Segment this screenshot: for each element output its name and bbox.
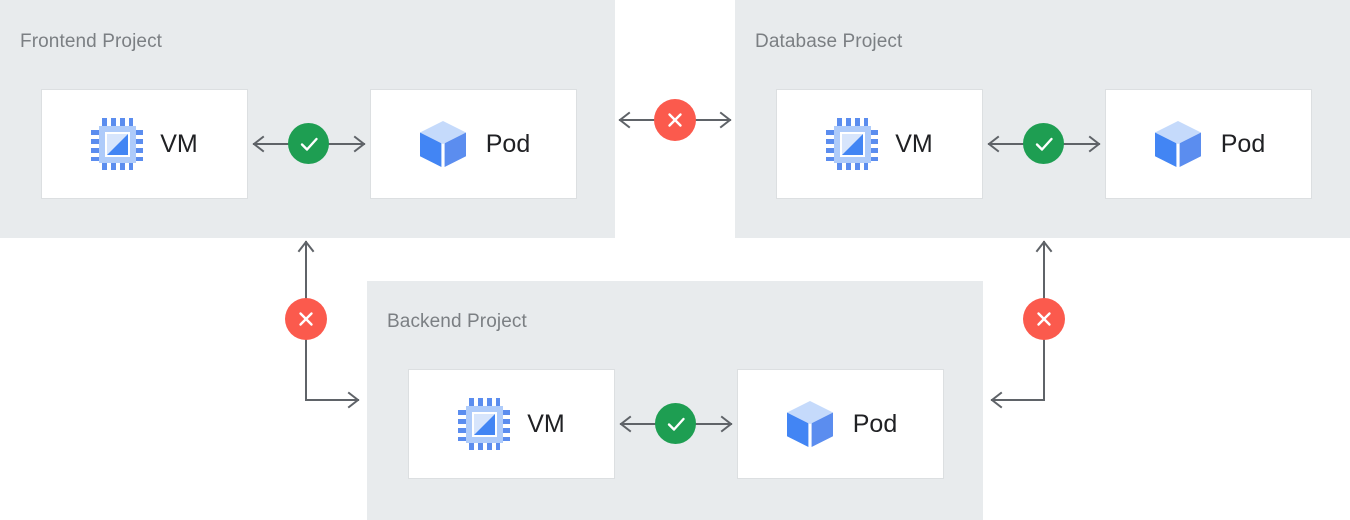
resource-label-backend-vm: VM: [527, 410, 565, 438]
project-title-frontend: Frontend Project: [20, 31, 163, 52]
resource-card-frontend-pod[interactable]: Pod: [370, 89, 577, 199]
resource-label-database-pod: Pod: [1220, 130, 1266, 158]
project-title-backend: Backend Project: [387, 311, 527, 332]
status-badge-allowed-database[interactable]: [1023, 123, 1064, 164]
project-panel-frontend[interactable]: Frontend Project: [0, 0, 615, 238]
resource-card-database-pod[interactable]: Pod: [1105, 89, 1312, 199]
status-badge-blocked-database-backend[interactable]: [1023, 298, 1065, 340]
cpu-chip-icon: [458, 398, 511, 450]
resource-card-database-vm[interactable]: VM: [776, 89, 983, 199]
status-badge-blocked-frontend-backend[interactable]: [285, 298, 327, 340]
check-circle-icon: [1032, 132, 1056, 156]
resource-card-backend-vm[interactable]: VM: [408, 369, 615, 479]
resource-label-frontend-vm: VM: [160, 130, 198, 158]
cpu-chip-icon: [91, 118, 144, 170]
x-circle-icon: [294, 307, 318, 331]
resource-card-frontend-vm[interactable]: VM: [41, 89, 248, 199]
cpu-chip-icon: [826, 118, 879, 170]
resource-card-backend-pod[interactable]: Pod: [737, 369, 944, 479]
status-badge-blocked-frontend-database[interactable]: [654, 99, 696, 141]
status-badge-allowed-backend[interactable]: [655, 403, 696, 444]
cube-icon: [417, 118, 469, 170]
project-panel-database[interactable]: Database Project: [735, 0, 1350, 238]
x-circle-icon: [663, 108, 687, 132]
project-title-database: Database Project: [755, 31, 903, 52]
project-panel-backend[interactable]: Backend Project: [367, 281, 983, 520]
resource-label-database-vm: VM: [895, 130, 933, 158]
status-badge-allowed-frontend[interactable]: [288, 123, 329, 164]
resource-label-backend-pod: Pod: [852, 410, 898, 438]
x-circle-icon: [1032, 307, 1056, 331]
cube-icon: [784, 398, 836, 450]
check-circle-icon: [664, 412, 688, 436]
check-circle-icon: [297, 132, 321, 156]
resource-label-frontend-pod: Pod: [485, 130, 531, 158]
cube-icon: [1152, 118, 1204, 170]
